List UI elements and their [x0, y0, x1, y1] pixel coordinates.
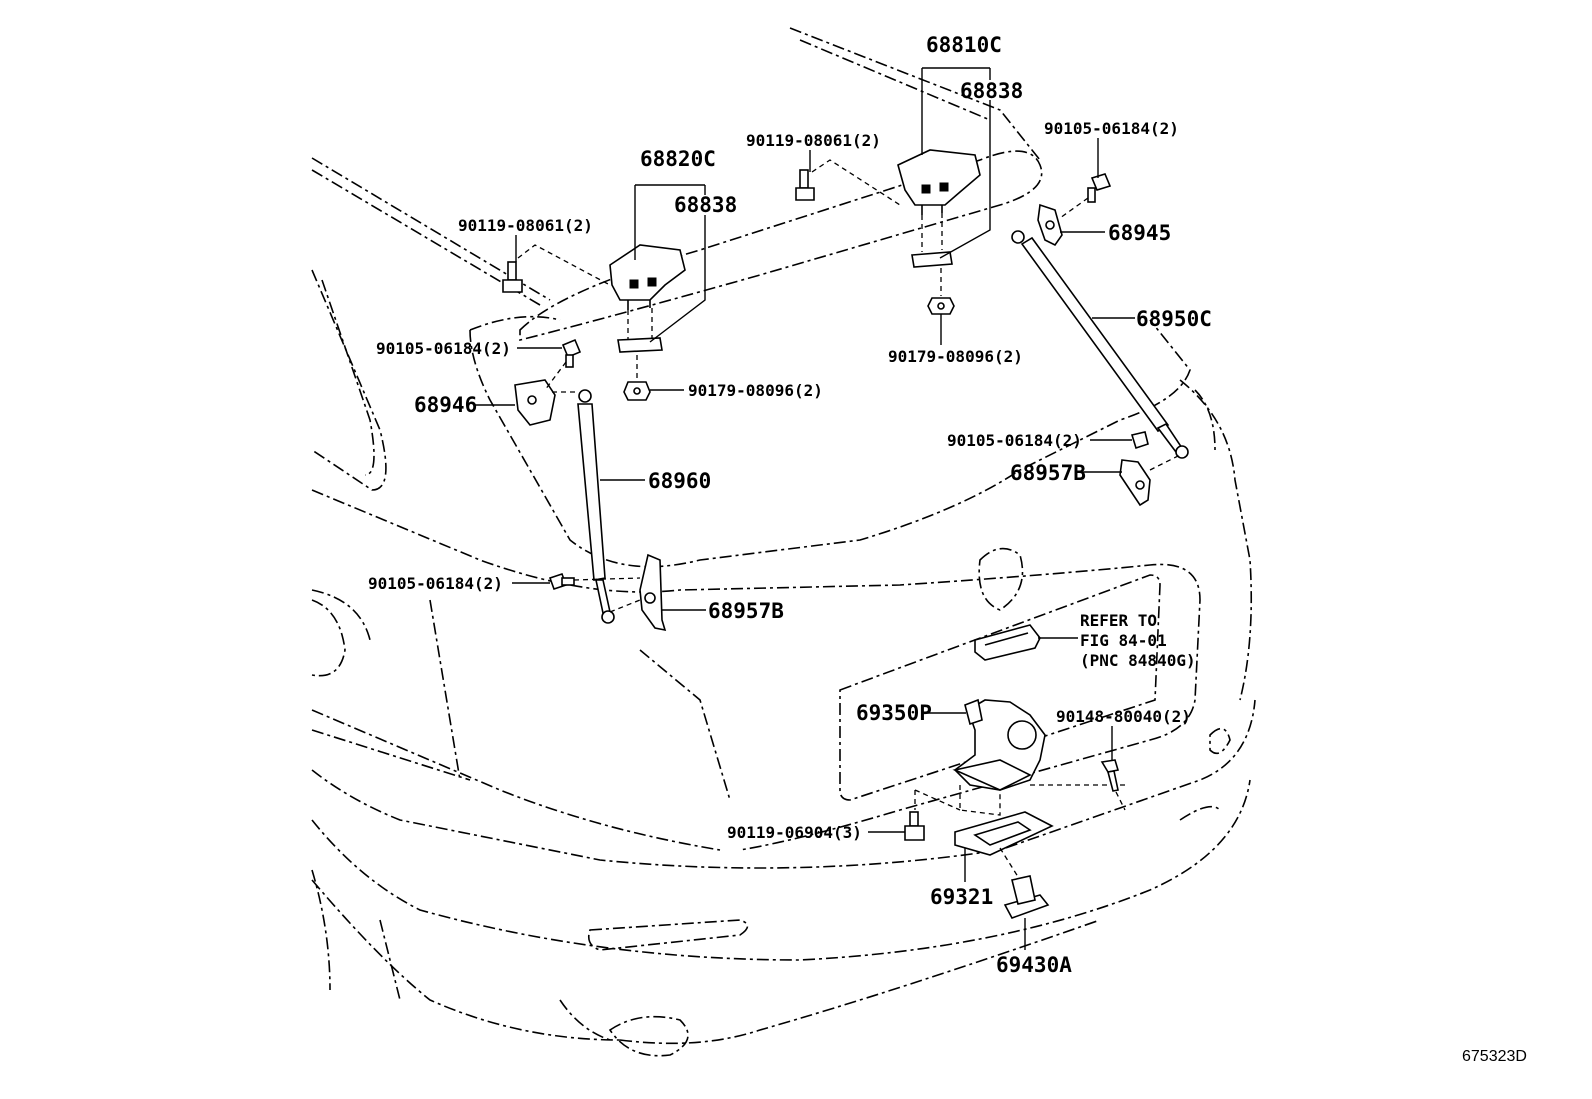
lock-bezel-69321 — [954, 811, 1054, 881]
hinge-plate-68838-left — [617, 337, 663, 353]
label-refer-line1: REFER TO — [1080, 611, 1157, 630]
label-68950C: 68950C — [1136, 307, 1212, 331]
bolt-90119-left — [502, 244, 611, 293]
label-90179-right: 90179-08096(2) — [888, 347, 1023, 366]
gas-strut-68960 — [552, 389, 615, 624]
bracket-68946 — [514, 379, 556, 426]
label-90179-left: 90179-08096(2) — [688, 381, 823, 400]
label-refer-line3: (PNC 84840G) — [1080, 651, 1196, 670]
hinge-68810C — [897, 149, 981, 252]
label-68946: 68946 — [414, 393, 477, 417]
rear-handle-switch — [974, 624, 1041, 661]
bolt-90105-left — [544, 338, 582, 391]
label-69350P: 69350P — [856, 701, 932, 725]
bolt-90105-right — [1130, 431, 1149, 450]
label-69321: 69321 — [930, 885, 993, 909]
bracket-68945 — [1037, 203, 1063, 247]
diagram-code: 675323D — [1462, 1048, 1527, 1065]
part-labels: 68810C 68838 68820C 68838 90119-08061(2)… — [368, 33, 1527, 1065]
screw-90148 — [1100, 759, 1126, 811]
label-68945: 68945 — [1108, 221, 1171, 245]
cover-69430A — [1003, 875, 1050, 919]
door-lock-69350P — [914, 698, 1125, 816]
bolt-90105-lower — [548, 572, 641, 591]
label-68838-left: 68838 — [674, 193, 737, 217]
nut-90179-right — [927, 268, 955, 315]
label-90148: 90148-80040(2) — [1056, 707, 1191, 726]
label-68957B-right: 68957B — [1010, 461, 1086, 485]
label-refer-line2: FIG 84-01 — [1080, 631, 1167, 650]
label-68810C: 68810C — [926, 33, 1002, 57]
bolt-90105-topright — [1059, 173, 1112, 219]
hinge-plate-68838-right — [911, 251, 953, 268]
label-90119-bottom: 90119-06904(3) — [727, 823, 862, 842]
label-68820C: 68820C — [640, 147, 716, 171]
label-90105-left: 90105-06184(2) — [376, 339, 511, 358]
vehicle-body-outline — [311, 27, 1256, 1057]
label-90105-topright: 90105-06184(2) — [1044, 119, 1179, 138]
label-68957B-lower: 68957B — [708, 599, 784, 623]
nut-90179-left — [623, 355, 651, 401]
label-90105-right: 90105-06184(2) — [947, 431, 1082, 450]
bolt-90119-bottom — [904, 790, 925, 841]
leader-lines — [474, 67, 1135, 950]
label-68960: 68960 — [648, 469, 711, 493]
label-90119-left: 90119-08061(2) — [458, 216, 593, 235]
label-90105-lower: 90105-06184(2) — [368, 574, 503, 593]
bracket-68957B-right — [1119, 454, 1181, 507]
bolt-90119-top — [795, 159, 901, 206]
gas-strut-68950C — [1011, 230, 1189, 459]
label-90119-top: 90119-08061(2) — [746, 131, 881, 150]
label-69430A: 69430A — [996, 953, 1072, 977]
hinge-68820C — [609, 244, 686, 340]
label-68838-right: 68838 — [960, 79, 1023, 103]
bracket-68957B-lower — [609, 553, 667, 632]
